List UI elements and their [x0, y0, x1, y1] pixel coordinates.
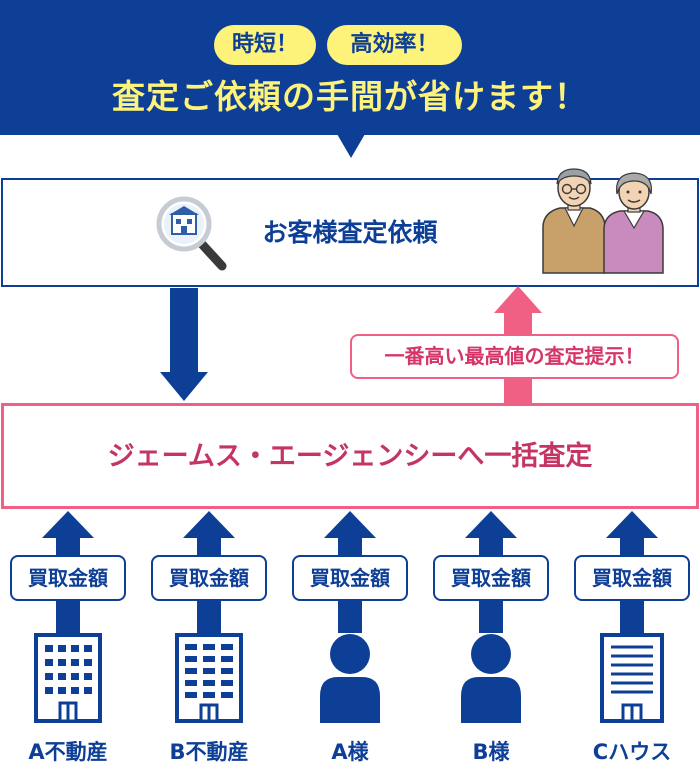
banner-headline: 査定ご依頼の手間が省けます！ — [112, 77, 588, 116]
purchase-amount-label: 買取金額 — [151, 555, 267, 601]
bid-arrow-up-icon — [606, 511, 658, 538]
james-agency-label: ジェームス・エージェンシーへ一括査定 — [107, 441, 593, 472]
purchase-amount-label: 買取金額 — [292, 555, 408, 601]
badge-time-saving: 時短！ — [214, 25, 316, 65]
bid-arrow-up-icon — [324, 511, 376, 538]
buyer-caption: A様 — [331, 740, 369, 764]
header-banner — [0, 0, 700, 135]
bid-arrow-up-icon — [465, 511, 517, 538]
best-offer-label: 一番高い最高値の査定提示！ — [350, 334, 679, 379]
buyer-column-a-realestate: 買取金額 A不動産 — [8, 509, 128, 767]
buyer-column-b-individual: 買取金額 B様 — [431, 509, 551, 767]
person-icon — [461, 634, 521, 723]
offer-arrow-up-icon — [494, 286, 542, 313]
buyer-column-a-individual: 買取金額 A様 — [290, 509, 410, 767]
request-arrow-down-icon — [160, 372, 208, 401]
buyer-caption: B様 — [472, 740, 510, 764]
request-arrow-shaft — [170, 288, 198, 374]
bid-arrow-up-icon — [183, 511, 235, 538]
buyer-caption: B不動産 — [169, 740, 249, 764]
purchase-amount-label: 買取金額 — [433, 555, 549, 601]
person-icon — [320, 634, 380, 723]
house-building-icon — [600, 633, 664, 723]
magnifier-house-icon — [156, 196, 227, 271]
badge-high-efficiency: 高効率！ — [327, 25, 462, 65]
purchase-amount-label: 買取金額 — [574, 555, 690, 601]
buyer-caption: A不動産 — [28, 740, 108, 764]
buyer-column-b-realestate: 買取金額 B不動産 — [149, 509, 269, 767]
james-agency-box — [1, 403, 699, 509]
office-building-icon — [34, 633, 102, 723]
customer-request-label: お客様査定依頼 — [262, 218, 438, 247]
banner-pointer — [337, 134, 365, 158]
buyer-caption: Cハウス — [592, 740, 672, 764]
purchase-amount-label: 買取金額 — [10, 555, 126, 601]
buyer-column-c-house: 買取金額 Cハウス — [572, 509, 692, 767]
elderly-couple-icon — [542, 168, 664, 274]
bid-arrow-up-icon — [42, 511, 94, 538]
office-building-icon — [175, 633, 243, 723]
